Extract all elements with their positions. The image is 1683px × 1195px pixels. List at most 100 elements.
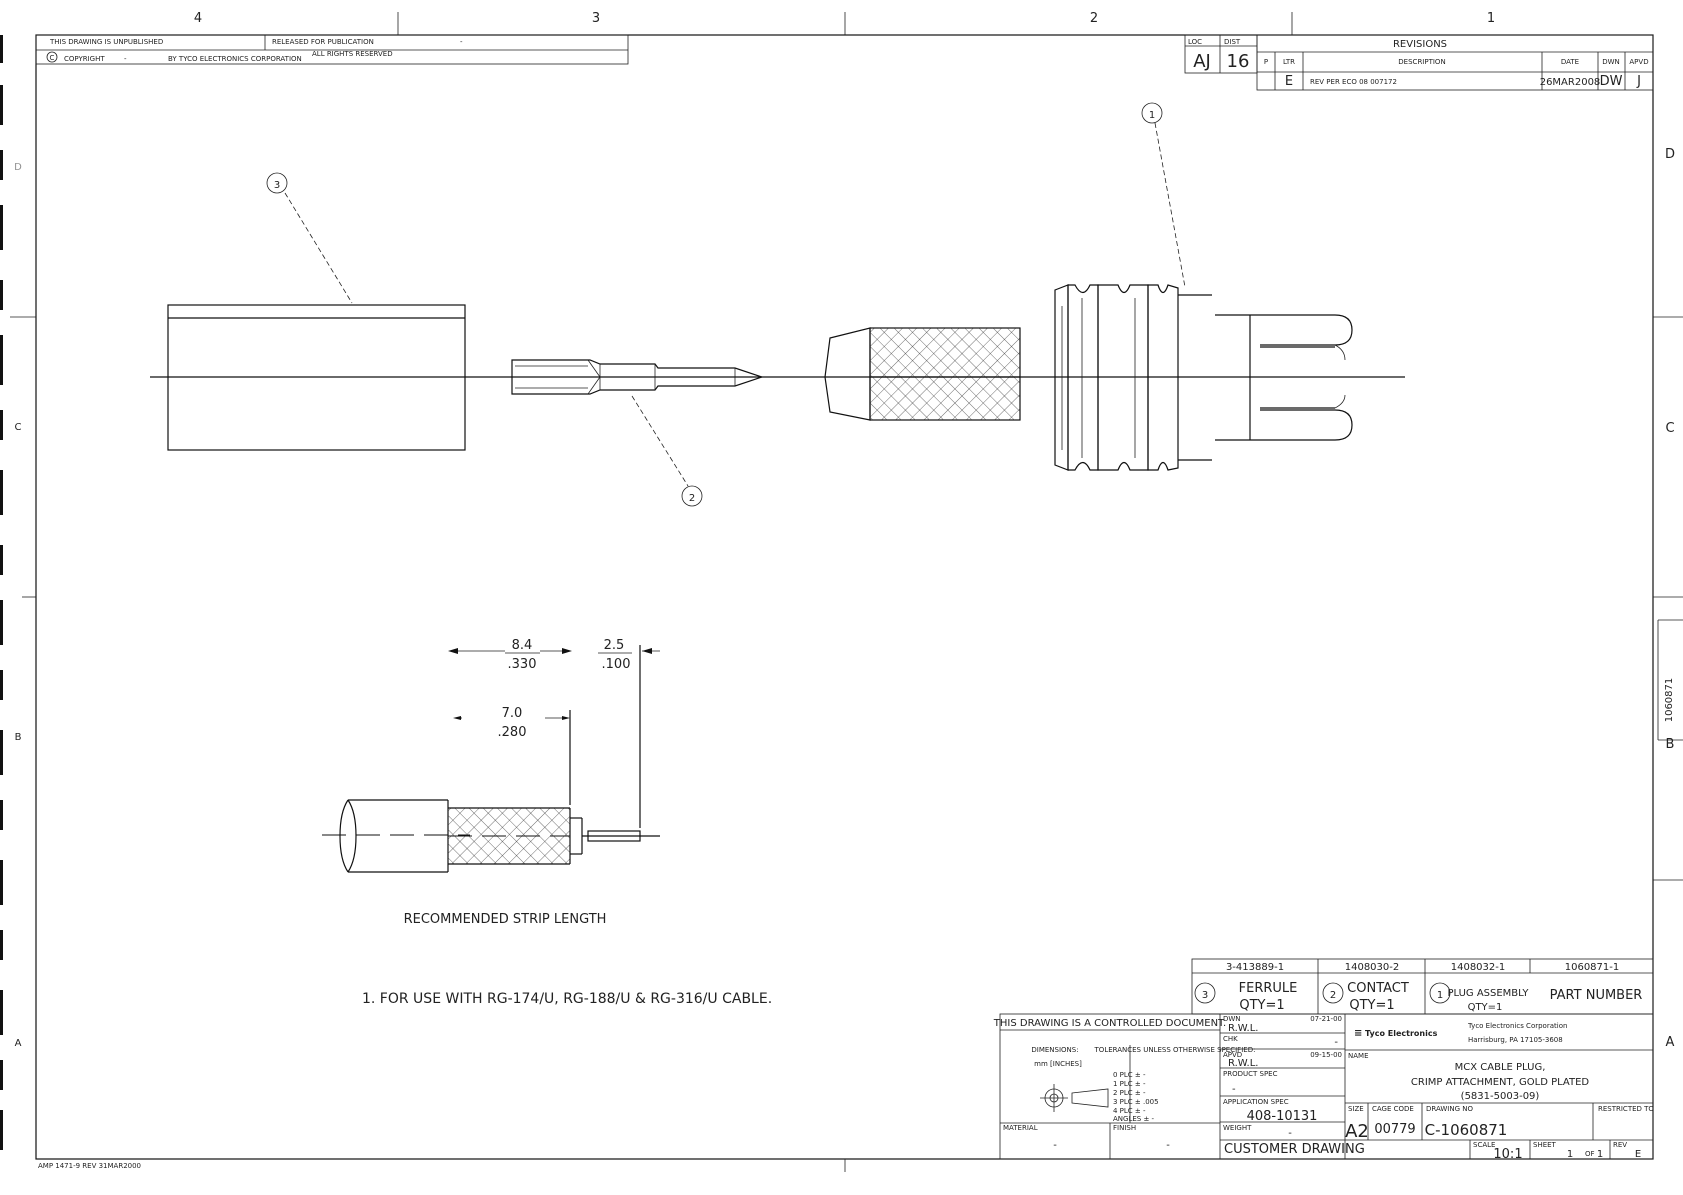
bill-of-materials: 3-413889-1 1408030-2 1408032-1 1060871-1… — [1191, 958, 1654, 1015]
restricted-to-label: RESTRICTED TO — [1598, 1105, 1654, 1113]
unpublished-text: THIS DRAWING IS UNPUBLISHED — [49, 38, 163, 46]
bom-pn-contact: 1408030-2 — [1345, 962, 1400, 973]
drawing-no-label: DRAWING NO — [1426, 1105, 1473, 1113]
rev-row-dwn: DW — [1600, 74, 1623, 89]
unpublished-header-block: THIS DRAWING IS UNPUBLISHED RELEASED FOR… — [35, 34, 629, 65]
weight-label: WEIGHT — [1223, 1124, 1252, 1132]
zone-label-top-4: 4 — [194, 11, 202, 26]
rights-text: ALL RIGHTS RESERVED — [312, 50, 393, 58]
zone-label-left-d: D — [14, 162, 22, 173]
zone-label-top-2: 2 — [1090, 11, 1098, 26]
bom-plug-qty: QTY=1 — [1468, 1002, 1503, 1013]
dim-7-0-mm: 7.0 — [502, 706, 523, 721]
bom-part-number-label: PART NUMBER — [1550, 988, 1643, 1003]
loc-label: LOC — [1188, 38, 1202, 46]
released-text: RELEASED FOR PUBLICATION — [272, 38, 374, 46]
dwn-date: 07-21-00 — [1310, 1015, 1342, 1023]
application-spec-label: APPLICATION SPEC — [1223, 1098, 1289, 1106]
sheet-of-label: OF — [1585, 1150, 1595, 1158]
bom-balloon-1 — [1429, 982, 1451, 1004]
bom-pn-ferrule: 3-413889-1 — [1226, 962, 1284, 973]
exploded-assembly-view: 3 2 1 — [150, 102, 1405, 507]
chk-label: CHK — [1223, 1035, 1238, 1043]
left-edge-marks — [0, 35, 3, 1150]
bom-pn-assembly: 1060871-1 — [1565, 962, 1620, 973]
form-number-footer: AMP 1471-9 REV 31MAR2000 — [38, 1162, 141, 1170]
usage-note: 1. FOR USE WITH RG-174/U, RG-188/U & RG-… — [362, 991, 772, 1007]
zone-label-left-b: B — [15, 732, 22, 743]
bom-balloon-3 — [1194, 982, 1216, 1004]
strip-length-caption: RECOMMENDED STRIP LENGTH — [404, 912, 607, 927]
bom-contact-qty: QTY=1 — [1349, 998, 1394, 1013]
product-spec-value: - — [1232, 1084, 1236, 1095]
balloon-3-label: 3 — [274, 180, 280, 191]
size-label: SIZE — [1348, 1105, 1364, 1113]
balloon-2-label: 2 — [689, 493, 695, 504]
zone-label-left-a: A — [15, 1038, 22, 1049]
tol-row-0: 0 PLC ± - — [1113, 1071, 1146, 1079]
finish-value: - — [1166, 1140, 1170, 1151]
bom-balloon-2 — [1322, 982, 1344, 1004]
copyright-dash-text: - — [124, 55, 127, 63]
tol-row-2: 2 PLC ± - — [1113, 1089, 1146, 1097]
drawing-no-value: C-1060871 — [1425, 1121, 1508, 1139]
dwn-value: R.W.L. — [1228, 1023, 1258, 1034]
dimensions-units: mm [INCHES] — [1034, 1060, 1082, 1068]
tol-row-4: 4 PLC ± - — [1113, 1107, 1146, 1115]
dimensions-label: DIMENSIONS: — [1031, 1046, 1078, 1054]
balloon-2 — [681, 485, 703, 507]
weight-value: - — [1288, 1128, 1292, 1139]
product-spec-label: PRODUCT SPEC — [1223, 1070, 1278, 1078]
zone-label-left-c: C — [15, 422, 22, 433]
dim-2-5-mm: 2.5 — [604, 638, 625, 653]
rev-label: REV — [1613, 1141, 1627, 1149]
rev-row-ltr: E — [1285, 74, 1293, 89]
svg-text:C: C — [50, 54, 55, 62]
rev-row-date: 26MAR2008 — [1540, 77, 1601, 88]
bom-plug-name: PLUG ASSEMBLY — [1447, 988, 1529, 999]
part-name-line-2: CRIMP ATTACHMENT, GOLD PLATED — [1411, 1077, 1589, 1088]
zone-label-right-c: C — [1665, 421, 1674, 436]
bom-ferrule-qty: QTY=1 — [1239, 998, 1284, 1013]
dim-8-4-in: .330 — [508, 657, 537, 672]
part-name-line-3: (5831-5003-09) — [1461, 1091, 1540, 1102]
tolerances-label: TOLERANCES UNLESS OTHERWISE SPECIFIED: — [1094, 1046, 1256, 1054]
revisions-block: REVISIONS P LTR DESCRIPTION DATE DWN APV… — [1256, 34, 1654, 91]
third-angle-projection-icon — [1040, 1084, 1109, 1112]
strip-length-detail: 8.4 .330 2.5 .100 7.0 .280 RECOMMENDED S… — [322, 638, 660, 927]
sheet-total-value: 1 — [1597, 1149, 1603, 1160]
side-drawing-number-tab: 1060871 — [1657, 619, 1683, 741]
tol-row-5: ANGLES ± - — [1113, 1115, 1155, 1123]
title-block: THIS DRAWING IS A CONTROLLED DOCUMENT. D… — [993, 1013, 1654, 1162]
tol-row-1: 1 PLC ± - — [1113, 1080, 1146, 1088]
rev-row-description: REV PER ECO 08 007172 — [1310, 78, 1397, 86]
rev-header-apvd: APVD — [1629, 58, 1648, 66]
plug-crimp-sleeve — [824, 327, 1021, 421]
name-label: NAME — [1348, 1052, 1369, 1060]
zone-label-right-b: B — [1666, 737, 1675, 752]
company-address: Harrisburg, PA 17105-3608 — [1468, 1036, 1563, 1044]
bom-balloon-1-label: 1 — [1437, 990, 1443, 1001]
dim-2-5-in: .100 — [602, 657, 631, 672]
size-value: A2 — [1345, 1121, 1369, 1142]
revisions-title: REVISIONS — [1393, 39, 1447, 50]
controlled-document-text: THIS DRAWING IS A CONTROLLED DOCUMENT. — [993, 1018, 1226, 1029]
rev-header-date: DATE — [1561, 58, 1579, 66]
bom-pn-plug: 1408032-1 — [1451, 962, 1506, 973]
rev-header-p: P — [1264, 58, 1268, 66]
dim-7-0-in: .280 — [498, 725, 527, 740]
part-name-line-1: MCX CABLE PLUG, — [1455, 1062, 1546, 1073]
apvd-date: 09-15-00 — [1310, 1051, 1342, 1059]
chk-value: - — [1334, 1037, 1338, 1048]
application-spec-value: 408-10131 — [1247, 1109, 1318, 1124]
apvd-label: APVD — [1223, 1051, 1242, 1059]
plug-body-part — [1054, 284, 1353, 471]
customer-drawing-text: CUSTOMER DRAWING — [1224, 1142, 1365, 1157]
copyright-icon — [46, 51, 58, 63]
drawing-border — [35, 34, 1654, 1160]
contact-part — [511, 359, 764, 395]
zone-label-top-1: 1 — [1487, 11, 1495, 26]
finish-label: FINISH — [1113, 1124, 1136, 1132]
scale-label: SCALE — [1473, 1141, 1495, 1149]
